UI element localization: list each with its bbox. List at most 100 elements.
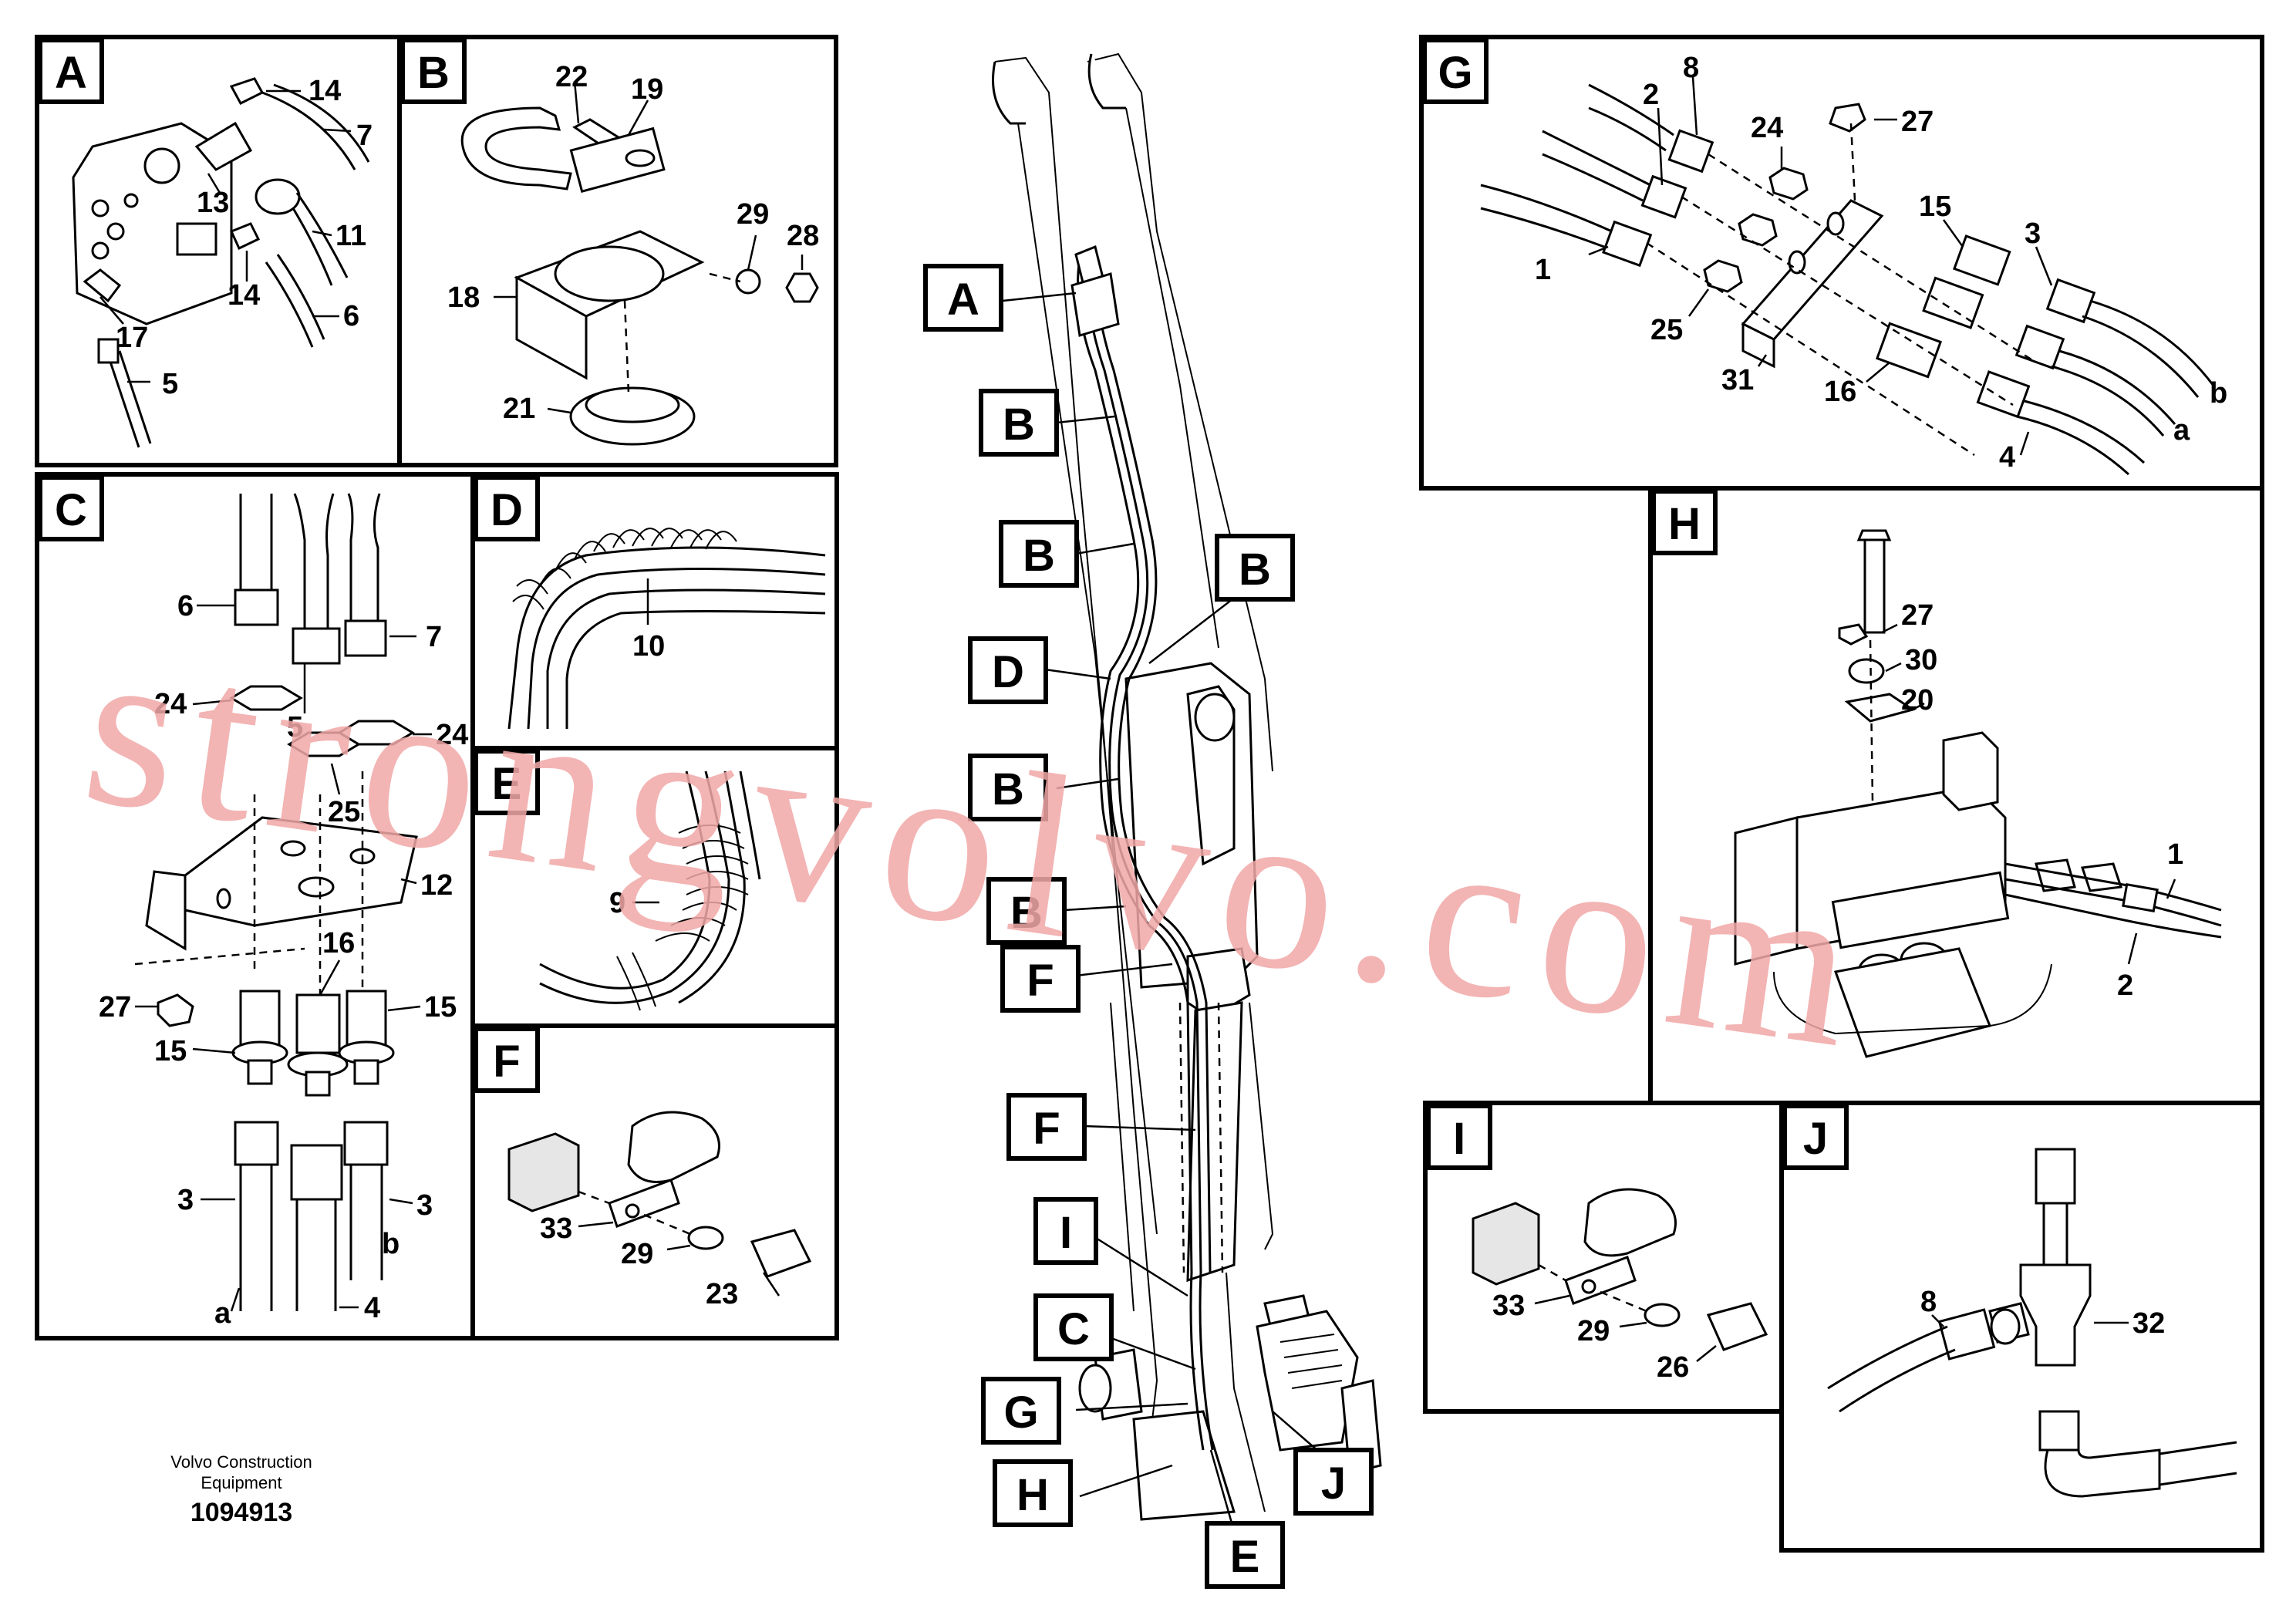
main-label-d: D xyxy=(992,647,1024,697)
callout-g-31: 31 xyxy=(1721,364,1754,396)
callout-g-4: 4 xyxy=(1999,441,2015,474)
callout-c-15b: 15 xyxy=(154,1035,187,1067)
company-name-line2: Equipment xyxy=(201,1473,282,1492)
callout-a-5: 5 xyxy=(162,368,178,400)
callout-a-14a: 14 xyxy=(308,75,341,107)
callout-a-14b: 14 xyxy=(228,279,260,312)
callout-c-3a: 3 xyxy=(177,1184,194,1216)
callout-i-29: 29 xyxy=(1577,1315,1610,1347)
callout-g-25: 25 xyxy=(1650,314,1683,346)
callout-b-18: 18 xyxy=(447,282,480,314)
panel-g: G 8 2 24 27 15 3 1 xyxy=(1419,35,2264,491)
panel-e: E 9 xyxy=(470,746,839,1028)
main-label-g: G xyxy=(1003,1388,1038,1438)
panel-j: J 8 32 xyxy=(1779,1101,2264,1553)
callout-h-20: 20 xyxy=(1901,684,1934,717)
callout-c-24a: 24 xyxy=(154,688,187,720)
callout-g-8: 8 xyxy=(1683,52,1699,84)
callout-c-a: a xyxy=(214,1297,231,1330)
panel-a: A 14 7 13 11 14 6 17 5 xyxy=(35,35,402,467)
callout-g-b: b xyxy=(2210,377,2227,410)
callout-a-17: 17 xyxy=(116,322,148,354)
callout-c-6: 6 xyxy=(177,590,194,622)
callout-i-33: 33 xyxy=(1492,1290,1525,1322)
callout-g-15: 15 xyxy=(1919,191,1951,223)
callout-j-32: 32 xyxy=(2132,1307,2165,1340)
main-labels: A B B B D B B F F I C G H E J xyxy=(923,264,1374,1589)
callout-b-19: 19 xyxy=(631,73,663,106)
panel-c-label: C xyxy=(55,485,87,535)
callout-b-28: 28 xyxy=(787,220,819,252)
company-name-line1: Volvo Construction xyxy=(170,1452,312,1472)
callout-c-27: 27 xyxy=(99,991,131,1023)
panel-f: F 33 29 23 xyxy=(470,1023,839,1340)
footer-block: Volvo Construction Equipment 1094913 xyxy=(170,1452,312,1527)
panel-e-label: E xyxy=(492,759,522,809)
panel-d: D 10 xyxy=(470,472,839,750)
panel-i: I 33 29 26 xyxy=(1423,1101,1784,1414)
panel-d-label: D xyxy=(491,485,523,535)
panel-h: H 27 30 20 1 2 xyxy=(1648,486,2264,1105)
callout-c-24b: 24 xyxy=(436,719,468,751)
main-label-e: E xyxy=(1230,1532,1260,1582)
callout-h-1: 1 xyxy=(2167,838,2183,871)
callout-e-9: 9 xyxy=(609,887,625,919)
main-label-c: C xyxy=(1057,1304,1090,1354)
callout-a-13: 13 xyxy=(197,187,229,219)
callout-c-5: 5 xyxy=(287,711,303,744)
callout-i-26: 26 xyxy=(1657,1351,1689,1384)
callout-b-22: 22 xyxy=(555,61,588,93)
panel-i-label: I xyxy=(1453,1114,1465,1164)
callout-c-25: 25 xyxy=(328,796,360,828)
callout-f-29: 29 xyxy=(621,1238,653,1270)
callout-g-24: 24 xyxy=(1751,112,1783,144)
callout-c-16: 16 xyxy=(322,927,355,959)
callout-c-4: 4 xyxy=(364,1292,380,1324)
callout-a-6: 6 xyxy=(343,300,359,332)
main-label-h: H xyxy=(1017,1470,1049,1520)
callout-b-29: 29 xyxy=(737,198,769,231)
panel-b-label: B xyxy=(417,48,450,98)
callout-f-33: 33 xyxy=(540,1212,572,1245)
callout-j-8: 8 xyxy=(1920,1286,1937,1318)
callout-g-16: 16 xyxy=(1824,376,1856,408)
boom-assembly xyxy=(992,52,1382,1532)
callout-g-2: 2 xyxy=(1643,79,1659,111)
callout-c-7: 7 xyxy=(426,621,442,653)
callout-c-b: b xyxy=(382,1228,400,1260)
main-label-b5: B xyxy=(1010,888,1043,938)
panel-b: B 22 19 29 28 18 21 xyxy=(397,35,838,467)
main-label-b3: B xyxy=(1239,545,1271,595)
callout-h-30: 30 xyxy=(1905,644,1937,676)
callout-h-27: 27 xyxy=(1901,599,1934,632)
main-label-f2: F xyxy=(1033,1104,1060,1154)
main-label-f1: F xyxy=(1027,956,1054,1006)
panel-h-label: H xyxy=(1668,499,1701,549)
callout-c-15a: 15 xyxy=(424,991,457,1023)
callout-b-21: 21 xyxy=(503,393,535,425)
callout-a-7: 7 xyxy=(356,120,373,152)
panel-a-label: A xyxy=(55,48,87,98)
callout-c-12: 12 xyxy=(420,869,453,902)
callout-a-11: 11 xyxy=(335,220,366,252)
callout-c-3b: 3 xyxy=(416,1189,433,1222)
panel-g-label: G xyxy=(1438,48,1472,98)
callout-f-23: 23 xyxy=(706,1278,738,1310)
main-label-a: A xyxy=(947,275,979,325)
callout-g-3: 3 xyxy=(2025,218,2041,250)
callout-g-27: 27 xyxy=(1901,106,1934,138)
panel-c: C xyxy=(35,472,475,1340)
panel-f-label: F xyxy=(493,1037,520,1087)
main-label-i: I xyxy=(1060,1208,1072,1258)
callout-g-a: a xyxy=(2173,414,2190,447)
main-label-b2: B xyxy=(1023,531,1055,581)
callout-h-2: 2 xyxy=(2117,969,2133,1002)
callout-g-1: 1 xyxy=(1535,254,1551,286)
part-number: 1094913 xyxy=(190,1498,292,1527)
panel-j-label: J xyxy=(1803,1114,1828,1164)
main-label-j: J xyxy=(1321,1458,1346,1509)
main-label-b4: B xyxy=(992,764,1024,814)
callout-d-10: 10 xyxy=(632,630,665,663)
main-label-b1: B xyxy=(1003,400,1035,450)
